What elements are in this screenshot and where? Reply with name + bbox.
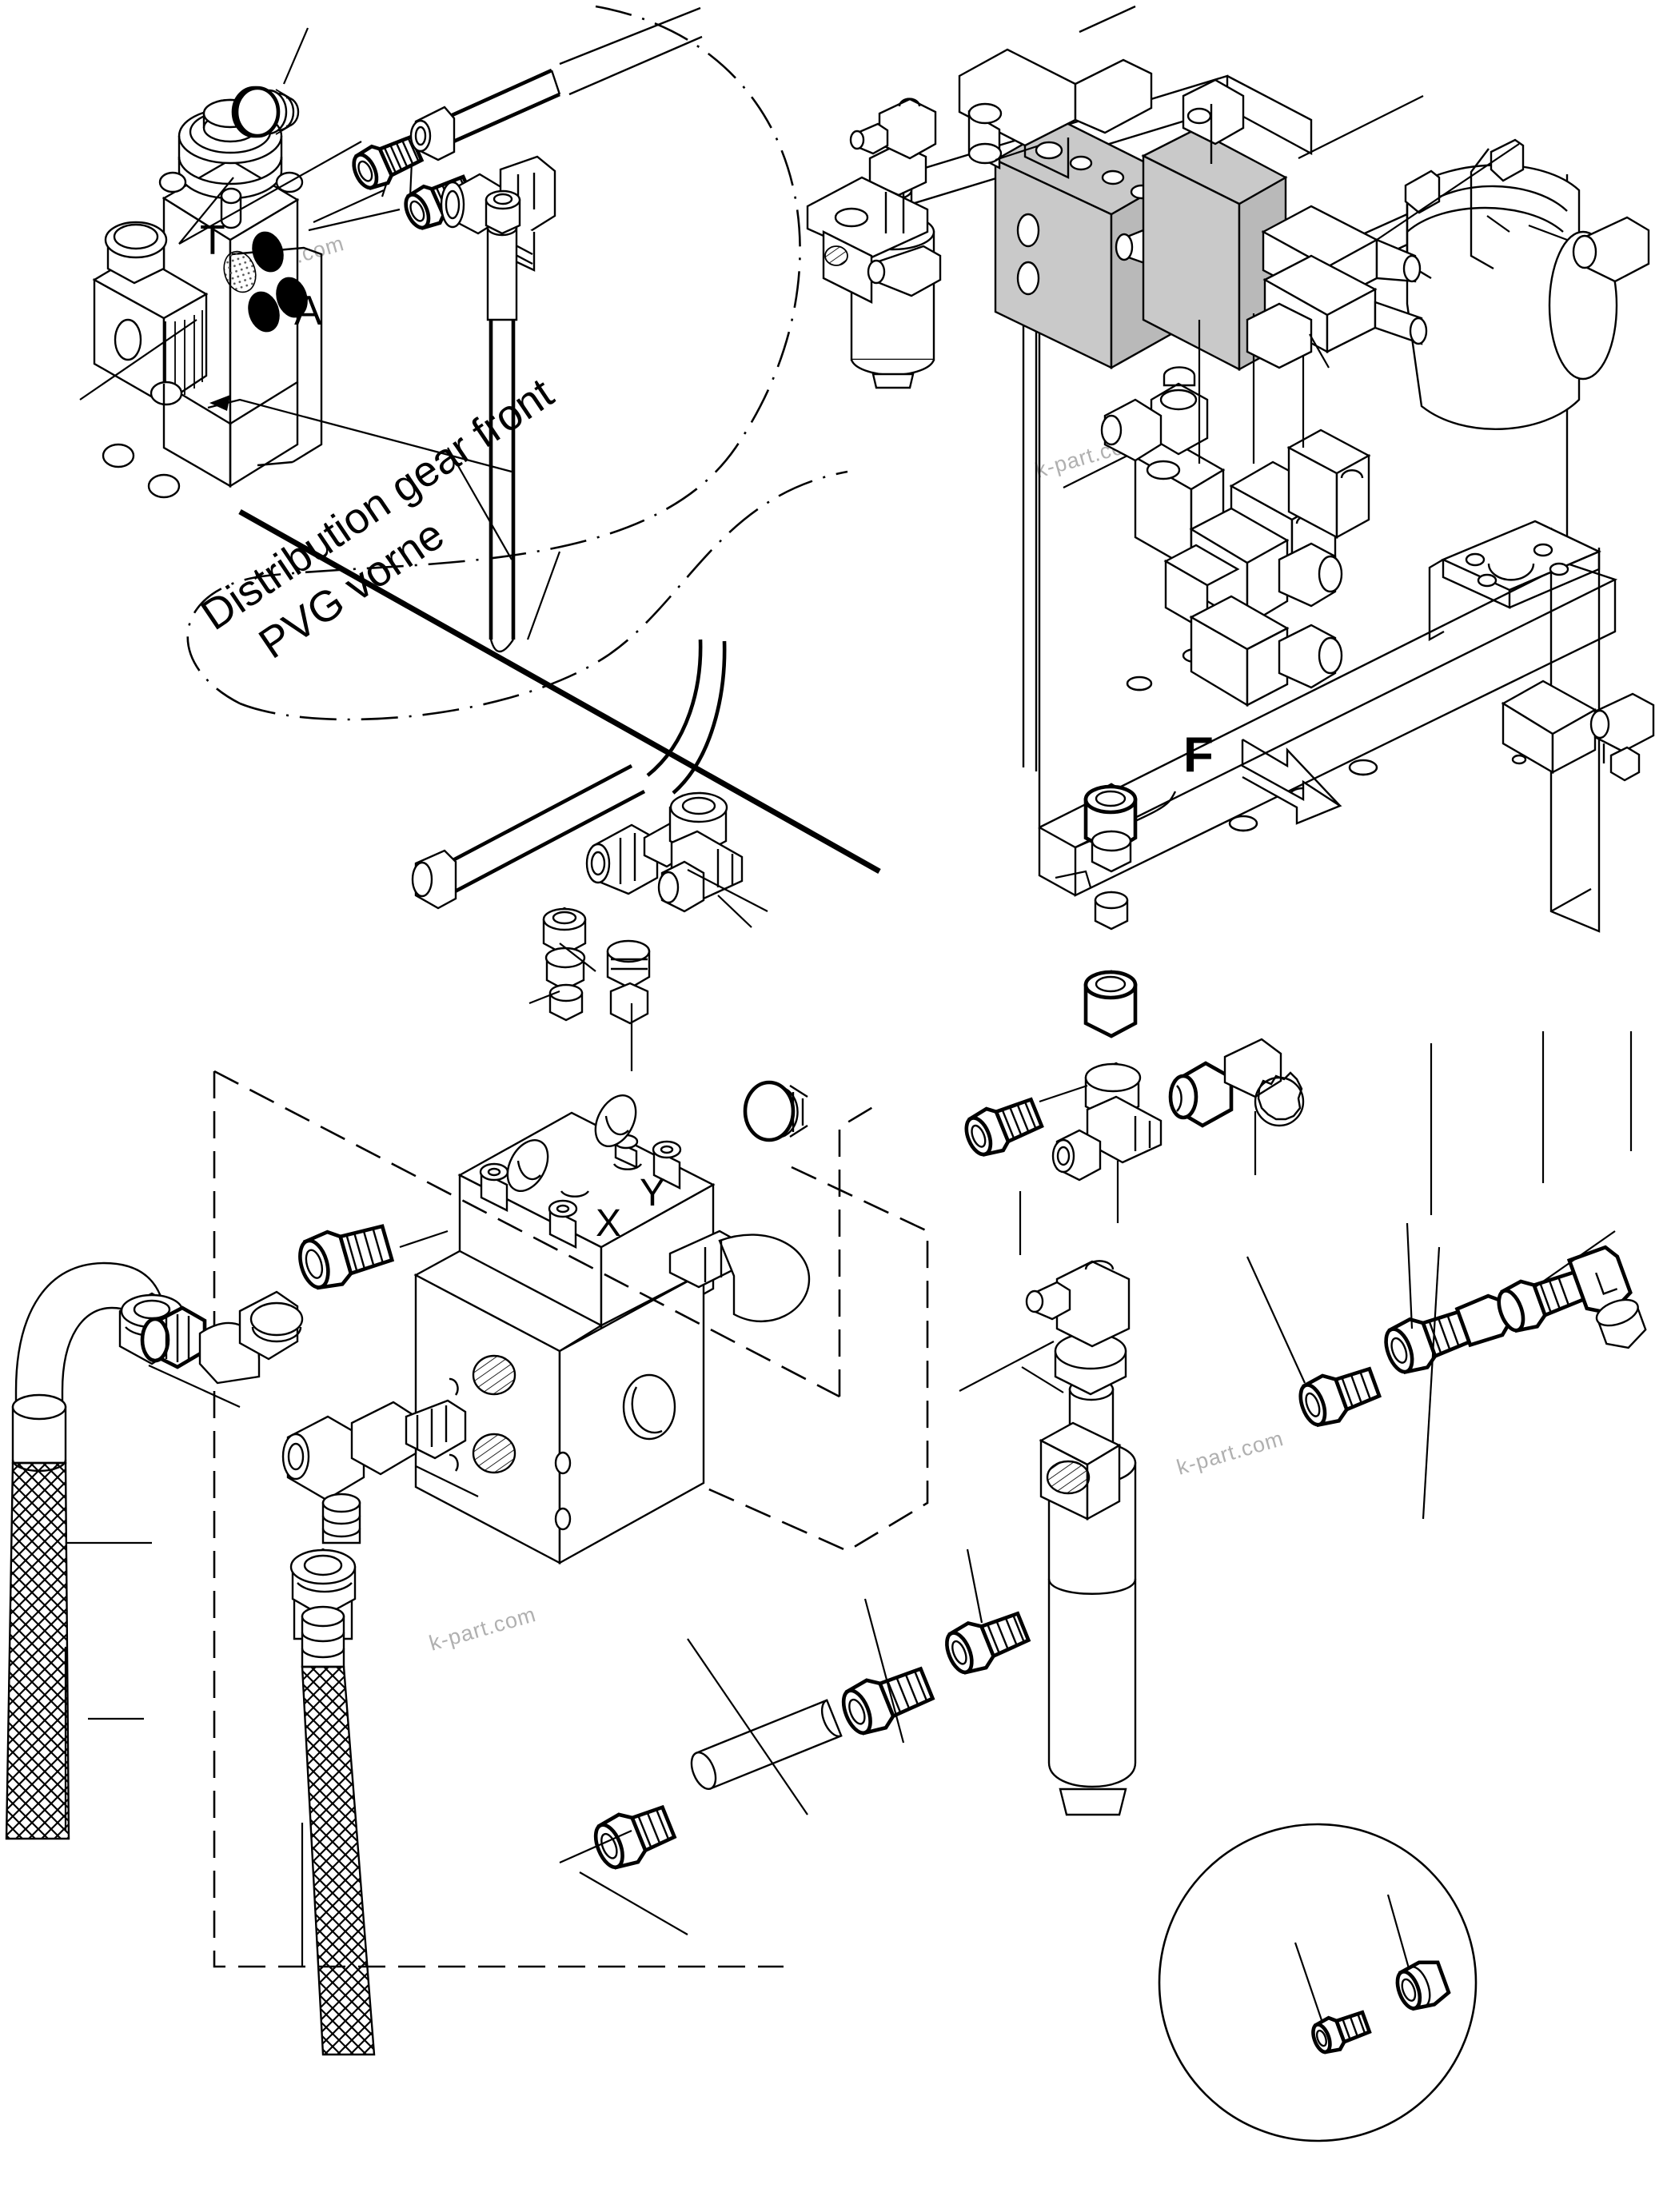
solenoid-valve-upper-left: [958, 5, 1153, 179]
assembly-guide-curve: [186, 5, 848, 721]
mid-nut-stack: [542, 907, 651, 1025]
elbow-fr-3: [1497, 1245, 1647, 1349]
filter-drain-plug: [1059, 1788, 1127, 1816]
port-face-lower-edge: [257, 460, 293, 467]
port-hole-2: [276, 277, 308, 318]
plug-center-head: [743, 1080, 796, 1142]
detail-nipple: [1311, 2010, 1372, 2055]
detail-circle-outline: [1158, 1823, 1478, 2142]
view-f-marker: F: [1183, 727, 1342, 825]
mid-elbow: [585, 820, 689, 895]
valve-top-port-boss: [220, 194, 242, 229]
center-cyl-body: [718, 1234, 811, 1322]
right-mid-fittings: [1039, 783, 1305, 1223]
detail-nut: [1395, 1960, 1451, 2011]
tee-fitting-right: [1051, 1062, 1163, 1182]
filter-canister: [1047, 1461, 1137, 1788]
filter-upper: [806, 98, 942, 389]
frame-assembly-right: [806, 5, 1655, 933]
valve-top-port-hole: [220, 187, 242, 205]
sub-valve-port-oval: [114, 318, 142, 361]
nipple-lower-left: [593, 1804, 677, 1870]
tee-fitting-upper-mid: [657, 791, 744, 913]
leader-tee-left: [1039, 1084, 1088, 1103]
hose-center-braid: [301, 1665, 376, 2056]
mount-boss-b: [102, 443, 135, 468]
hydraulic-hose-upper: [409, 6, 703, 161]
plug-upper: [231, 86, 300, 138]
connector-lower-mid: [945, 1611, 1031, 1675]
port-hole-shaded: [223, 250, 257, 293]
connector-1: [352, 134, 425, 190]
sub-valve-hexnut-bore: [113, 223, 159, 250]
filter-port-hole: [1046, 1460, 1091, 1495]
center-y-indicator: [612, 1163, 643, 1170]
elbow-fitting-lower-hose: [281, 1399, 479, 1544]
view-label-f: F: [1183, 727, 1214, 783]
caption-leader-thin-1: [447, 447, 512, 560]
sub-valve-ribs: [165, 310, 203, 400]
leader-lines-upper-left: [79, 27, 414, 401]
nipple-fr-1: [1298, 1366, 1382, 1428]
hose-vertical-upper: [485, 189, 521, 653]
solenoid-valve-bank: [1063, 313, 1371, 707]
caption-leader-thick: [238, 508, 881, 875]
straight-connector-mid: [964, 1097, 1044, 1255]
pipe-segment-group: [559, 1548, 1031, 1935]
manifold-block-shaded-2: [1141, 78, 1288, 372]
port-label-a: A: [294, 288, 322, 334]
valve-cap-collar: [177, 156, 283, 200]
port-hole-1: [252, 231, 284, 273]
mid-elbow-tee-group: [411, 639, 768, 1071]
view-arrow-f: [1241, 739, 1342, 825]
solenoid-pair-mid: [1246, 205, 1428, 369]
hose-left-braid: [5, 1461, 70, 1840]
leader-lines-lower-right: [1246, 1222, 1616, 1520]
braided-hose-center: [289, 1548, 376, 2056]
braided-hose-left: [5, 1261, 184, 1840]
hose-v-tube: [486, 226, 518, 321]
vertical-fitting-stack: [1055, 783, 1138, 1038]
mounting-plate: [1428, 520, 1601, 642]
elbow-hose-body: [286, 1415, 365, 1501]
center-side-port-1: [472, 1354, 516, 1396]
hex-nut-fitting-right: [1168, 1038, 1305, 1175]
solenoid-valve-lower-right: [1501, 680, 1655, 782]
leader-lines-mid: [528, 869, 768, 1071]
port-label-y: Y: [640, 1172, 665, 1214]
elbow-fitting-lower-left: [140, 1290, 304, 1409]
filter-lower: [959, 1260, 1137, 1816]
leader-lines-lower-mid: [559, 1548, 983, 1935]
long-leaders-right: [1430, 1031, 1633, 1215]
filter-port-block-side: [1086, 1443, 1121, 1521]
center-x-indicator: [560, 1190, 590, 1198]
center-side-port-2: [472, 1433, 516, 1474]
detail-circle: [1158, 1823, 1478, 2142]
mount-boss-c: [147, 473, 181, 499]
lower-right-fittings: [1246, 1222, 1647, 1520]
straight-union-lower-left: [298, 1224, 449, 1290]
port-hole-3: [248, 291, 280, 333]
caption-leader-thin-2: [526, 551, 561, 640]
port-label-x: X: [596, 1202, 621, 1245]
valve-block-center: X Y: [413, 1094, 811, 1565]
pipe-segment: [690, 1699, 843, 1790]
arrow-head-to-valve: [209, 395, 230, 411]
valve-cap-wall: [177, 136, 283, 160]
mount-boss-a: [150, 381, 183, 406]
leader-lines-frame: [995, 95, 1568, 369]
valve-lug-left: [158, 171, 187, 193]
plug-body: [234, 86, 281, 138]
plug-center-right: [743, 1080, 808, 1142]
center-side-port-3: [622, 1373, 676, 1441]
detail-leaders: [1294, 1894, 1410, 2023]
